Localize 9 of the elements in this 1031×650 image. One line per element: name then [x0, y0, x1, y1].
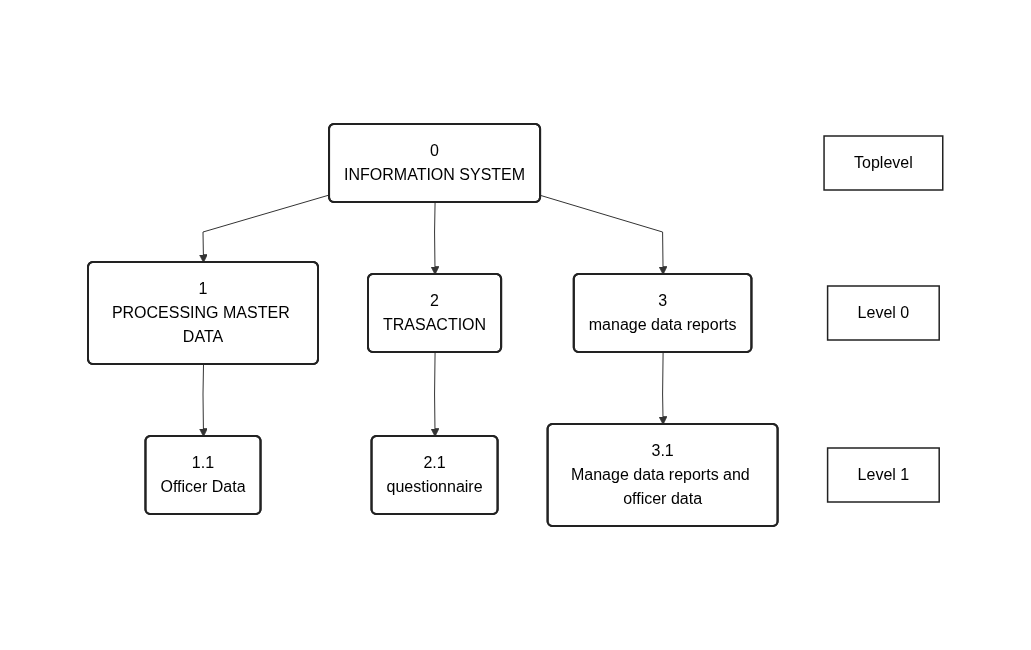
arrow	[430, 202, 440, 275]
arrow	[199, 364, 208, 437]
arrow	[540, 194, 668, 275]
arrow	[658, 352, 668, 425]
node-box: Level 0	[827, 285, 941, 341]
arrow	[430, 352, 440, 437]
node-box: Level 1	[827, 447, 941, 503]
node-text: 1 PROCESSING MASTER DATA	[112, 280, 290, 345]
node-box: Toplevel	[823, 135, 944, 191]
